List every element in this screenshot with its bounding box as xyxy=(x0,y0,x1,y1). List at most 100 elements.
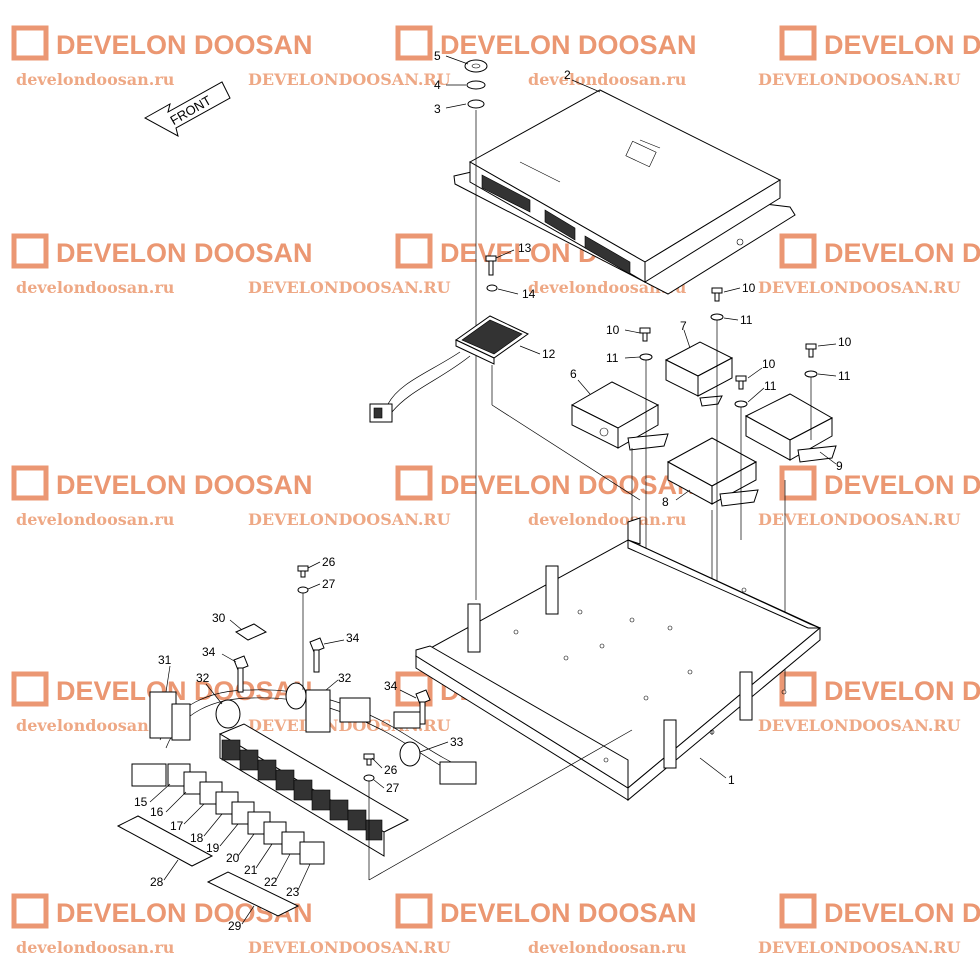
leader-lines xyxy=(149,55,837,925)
doosan-logo-icon xyxy=(395,233,433,269)
label-26-b: 26 xyxy=(384,763,398,777)
watermark-logo-text: DEVELON DOOSAN xyxy=(440,470,697,500)
label-8: 8 xyxy=(662,495,669,509)
watermark-logo-text: DEVELON DOOSAN xyxy=(440,898,697,928)
doosan-logo-icon xyxy=(11,25,49,61)
doosan-logo-icon xyxy=(779,233,817,269)
watermark-url: develondoosan.ru xyxy=(16,278,175,297)
watermark-logo-text: DEVELON DOOSAN xyxy=(824,238,980,268)
watermark-url: DEVELONDOOSAN.RU xyxy=(758,278,961,297)
label-11-c: 11 xyxy=(764,379,777,393)
nut-5 xyxy=(464,59,488,73)
label-4: 4 xyxy=(434,78,441,92)
watermark-logo-12: DEVELON DOOSAN xyxy=(779,671,980,707)
screw-13 xyxy=(485,255,497,276)
label-10-c: 10 xyxy=(762,357,776,371)
watermark-url: develondoosan.ru xyxy=(16,510,175,529)
watermark-url: DEVELONDOOSAN.RU xyxy=(248,70,451,89)
label-18: 18 xyxy=(190,831,204,845)
doosan-logo-icon xyxy=(11,893,49,929)
watermark-logo-4: DEVELON DOOSAN xyxy=(11,233,313,269)
doosan-logo-icon xyxy=(395,25,433,61)
doosan-logo-icon xyxy=(779,25,817,61)
watermark-logo-text: DEVELON DOOSAN xyxy=(824,676,980,706)
label-10-b: 10 xyxy=(742,281,756,295)
washer-11-b xyxy=(710,313,724,321)
controller-unit xyxy=(453,89,796,295)
washer-27-a xyxy=(297,586,309,594)
watermark-url: DEVELONDOOSAN.RU xyxy=(758,510,961,529)
label-27-b: 27 xyxy=(386,781,400,795)
watermark-logo-1: DEVELON DOOSAN xyxy=(11,25,313,61)
watermark-logo-3: DEVELON DOOSAN xyxy=(779,25,980,61)
socket-block xyxy=(218,723,410,857)
label-10-d: 10 xyxy=(838,335,852,349)
watermark-url: develondoosan.ru xyxy=(16,716,175,735)
watermark-url: develondoosan.ru xyxy=(16,938,175,957)
screw-10-c xyxy=(735,375,747,390)
label-6: 6 xyxy=(570,367,577,381)
watermark-url: develondoosan.ru xyxy=(528,70,687,89)
doosan-logo-icon xyxy=(779,465,817,501)
doosan-logo-icon xyxy=(11,465,49,501)
washer-14 xyxy=(486,284,498,292)
label-strip-28 xyxy=(116,815,214,867)
part-number-labels: 5 4 3 2 13 14 12 6 7 8 9 10 11 10 11 10 … xyxy=(134,49,852,933)
bolt-34-b xyxy=(309,637,325,673)
doosan-logo-icon xyxy=(779,671,817,707)
watermark-logo-8: DEVELON DOOSAN xyxy=(395,465,697,501)
label-21: 21 xyxy=(244,863,258,877)
module-7 xyxy=(664,341,734,407)
washer-11-a xyxy=(639,353,653,361)
screw-10-b xyxy=(711,287,723,302)
watermark-logo-14: DEVELON DOOSAN xyxy=(395,893,697,929)
label-23: 23 xyxy=(286,885,300,899)
label-34-c: 34 xyxy=(384,679,398,693)
label-33: 33 xyxy=(450,735,464,749)
watermark-url: DEVELONDOOSAN.RU xyxy=(758,938,961,957)
label-strip-29 xyxy=(206,871,300,917)
bolt-34-a xyxy=(233,655,249,693)
watermark-url: develondoosan.ru xyxy=(528,938,687,957)
label-34-b: 34 xyxy=(346,631,360,645)
label-11-b: 11 xyxy=(740,313,753,327)
label-28: 28 xyxy=(150,875,164,889)
label-29: 29 xyxy=(228,919,242,933)
screw-10-d xyxy=(805,343,817,358)
watermark-logo-text: DEVELON DOOSAN xyxy=(56,470,313,500)
label-3: 3 xyxy=(434,102,441,116)
label-20: 20 xyxy=(226,851,240,865)
watermark-logo-15: DEVELON DOOSAN xyxy=(779,893,980,929)
bolt-34-c xyxy=(415,689,431,725)
grommet-32-a xyxy=(215,699,241,729)
label-22: 22 xyxy=(264,875,278,889)
screw-26-a xyxy=(297,565,309,578)
watermark-logo-7: DEVELON DOOSAN xyxy=(11,465,313,501)
label-1: 1 xyxy=(728,773,735,787)
label-12: 12 xyxy=(542,347,556,361)
label-11-d: 11 xyxy=(838,369,851,383)
watermark-logo-text: DEVELON DOOSAN xyxy=(440,30,697,60)
label-19: 19 xyxy=(206,841,220,855)
washer-27-b xyxy=(363,774,375,782)
washer-11-d xyxy=(804,370,818,378)
watermark-logo-2: DEVELON DOOSAN xyxy=(395,25,697,61)
watermark-logo-9: DEVELON DOOSAN xyxy=(779,465,980,501)
watermark-url: DEVELONDOOSAN.RU xyxy=(248,510,451,529)
watermark-logo-10: DEVELON DOOSAN xyxy=(11,671,313,707)
doosan-logo-icon xyxy=(395,465,433,501)
label-30-text: 30 xyxy=(212,611,226,625)
watermark-layer: DEVELON DOOSAN DEVELON DOOSAN DEVELON DO… xyxy=(11,25,980,957)
watermark-url: develondoosan.ru xyxy=(528,510,687,529)
label-17: 17 xyxy=(170,819,184,833)
front-arrow-icon: FRONT xyxy=(143,81,231,137)
module-6 xyxy=(570,381,669,451)
label-7: 7 xyxy=(680,319,687,333)
label-31: 31 xyxy=(158,653,172,667)
watermark-logo-text: DEVELON DOOSAN xyxy=(824,898,980,928)
module-9 xyxy=(744,393,837,463)
watermark-url: develondoosan.ru xyxy=(16,70,175,89)
base-plate xyxy=(415,517,821,802)
